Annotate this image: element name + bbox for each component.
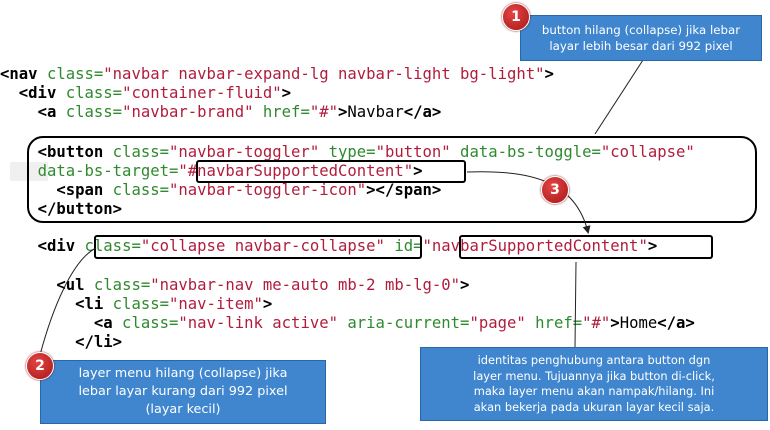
code-tag: >: [262, 295, 273, 313]
code-tag: </a>: [403, 103, 442, 121]
callout-3-box: identitas penghubung antara button dgn l…: [420, 347, 768, 421]
code-tag: >: [413, 162, 423, 180]
code-string: "navbar navbar-expand-lg navbar-light bg…: [103, 65, 545, 83]
code-line-button-open: <button class="navbar-toggler" type="but…: [0, 143, 695, 162]
code-tag: >: [647, 237, 658, 255]
code-tag: <span: [56, 181, 104, 199]
code-text: Home: [619, 314, 658, 332]
code-tag: >: [281, 84, 292, 102]
code-attr: aria-current=: [338, 314, 470, 332]
code-attr: type=: [319, 143, 376, 161]
code-tag: <div: [18, 84, 57, 102]
code-attr: class=: [103, 295, 169, 313]
callout-2-box: layer menu hilang (collapse) jika lebar …: [40, 360, 326, 424]
code-tag: >: [460, 276, 470, 294]
callout-1-text: button hilang (collapse) jika lebar laya…: [541, 23, 741, 53]
callout-1-pointer: [594, 59, 644, 135]
code-line-brand: <a class="navbar-brand" href="#">Navbar<…: [0, 103, 442, 122]
code-line-button-close: </button>: [0, 200, 123, 219]
code-string: "navbarSupportedContent": [422, 237, 648, 255]
code-tag: >: [544, 65, 554, 83]
code-attr: class=: [75, 237, 141, 255]
code-tag: <div: [37, 237, 76, 255]
callout-1-badge: 1: [502, 3, 530, 31]
code-string: "navbar-toggler": [169, 143, 320, 161]
data-target-frame: [196, 160, 466, 183]
code-tag: <nav: [0, 65, 38, 83]
code-tag: <a: [93, 314, 113, 332]
code-tag: <a: [37, 103, 57, 121]
id-frame: [459, 235, 713, 259]
code-string: "button": [375, 143, 451, 161]
button-block-frame: [27, 136, 757, 223]
code-line-li: <li class="nav-item">: [0, 295, 272, 314]
code-attr: class=: [37, 65, 104, 83]
code-string: "navbar-nav me-auto mb-2 mb-lg-0": [150, 276, 461, 294]
code-string: "#navbarSupportedContent": [178, 162, 414, 180]
callout-2-text: layer menu hilang (collapse) jika lebar …: [78, 366, 288, 417]
code-tag: ></span>: [366, 181, 442, 199]
code-line-span: <span class="navbar-toggler-icon"></span…: [0, 181, 441, 200]
code-attr: class=: [103, 181, 170, 199]
code-tag: </a>: [657, 314, 695, 332]
code-attr: class=: [56, 84, 123, 102]
code-attr: data-bs-toggle=: [450, 143, 601, 161]
line-highlight: [10, 162, 48, 181]
code-string: "navbar-toggler-icon": [169, 181, 367, 199]
code-tag: >: [610, 314, 620, 332]
callout-3-text: identitas penghubung antara button dgn l…: [473, 353, 715, 414]
callout-3-badge: 3: [541, 176, 569, 204]
callout-1-box: button hilang (collapse) jika lebar laya…: [520, 15, 762, 61]
code-string: "nav-item": [169, 295, 263, 313]
code-tag: <li: [75, 295, 104, 313]
code-attr: class=: [112, 314, 179, 332]
code-string: "#": [582, 314, 611, 332]
code-string: "nav-link active": [178, 314, 338, 332]
callout-3-arrow: [466, 171, 591, 234]
code-attr: class=: [84, 276, 151, 294]
code-attr: href=: [525, 314, 583, 332]
code-text: Navbar: [347, 103, 404, 121]
callout-2-pointer: [39, 247, 97, 356]
code-attr: data-bs-target=: [37, 162, 179, 180]
code-tag: >: [338, 103, 348, 121]
code-tag: </li>: [75, 333, 123, 351]
code-string: "page": [469, 314, 526, 332]
code-line-ul: <ul class="navbar-nav me-auto mb-2 mb-lg…: [0, 276, 469, 295]
code-string: "collapse navbar-collapse": [140, 237, 385, 255]
code-line-div-container: <div class="container-fluid">: [0, 84, 291, 103]
callout-2-badge: 2: [26, 352, 54, 380]
code-line-div-collapse: <div class="collapse navbar-collapse" id…: [0, 237, 658, 256]
code-string: "navbar-brand": [122, 103, 254, 121]
code-string: "container-fluid": [122, 84, 282, 102]
collapse-class-frame: [94, 235, 422, 259]
callout-3-pointer: [574, 261, 577, 348]
code-tag: <button: [37, 143, 104, 161]
code-attr: class=: [56, 103, 123, 121]
code-attr: href=: [253, 103, 310, 121]
code-tag: </button>: [37, 200, 123, 218]
code-line-data-target: data-bs-target="#navbarSupportedContent"…: [0, 162, 423, 181]
code-string: "#": [309, 103, 339, 121]
code-attr: id=: [384, 237, 423, 255]
code-line-nav-link: <a class="nav-link active" aria-current=…: [0, 314, 695, 333]
code-string: "collapse": [600, 143, 695, 161]
code-attr: class=: [103, 143, 169, 161]
code-line-li-close: </li>: [0, 333, 122, 352]
code-line-nav-open: <nav class="navbar navbar-expand-lg navb…: [0, 65, 554, 84]
